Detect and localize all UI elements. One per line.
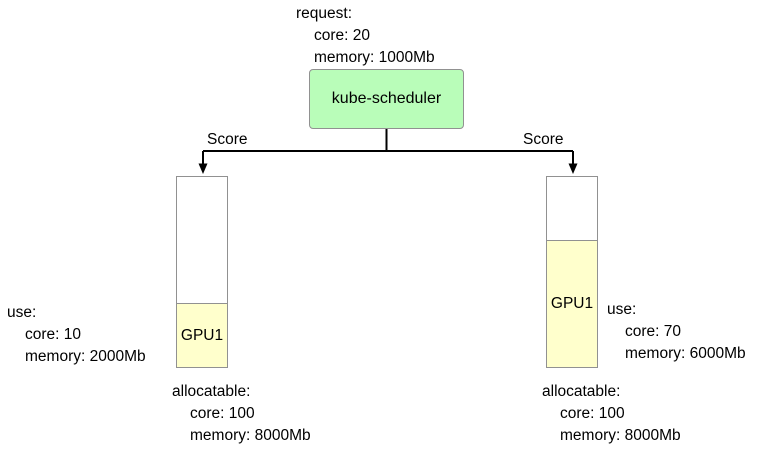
request-block: request: core: 20 memory: 1000Mb: [296, 3, 435, 69]
kube-scheduler-node: kube-scheduler: [309, 69, 464, 129]
allocatable-memory-left: memory: 8000Mb: [190, 427, 311, 444]
request-core: core: 20: [314, 27, 371, 44]
use-title-right: use:: [607, 301, 637, 318]
allocatable-title-right: allocatable:: [542, 383, 621, 400]
use-core-left: core: 10: [25, 326, 82, 343]
gpu-label-left: GPU1: [180, 326, 224, 344]
gpu-block-right: GPU1: [546, 240, 598, 368]
gpu-label-right: GPU1: [550, 295, 594, 312]
allocatable-memory-right: memory: 8000Mb: [560, 427, 681, 444]
right-arrowhead-icon: [568, 163, 578, 174]
score-label-left: Score: [207, 131, 248, 148]
left-arrowhead-icon: [198, 163, 208, 174]
use-block-right: use: core: 70 memory: 6000Mb: [607, 299, 746, 365]
kube-scheduler-label: kube-scheduler: [331, 90, 442, 107]
allocatable-block-right: allocatable: core: 100 memory: 8000Mb: [542, 381, 681, 447]
use-title-left: use:: [7, 304, 37, 321]
allocatable-block-left: allocatable: core: 100 memory: 8000Mb: [172, 381, 311, 447]
gpu-block-left: GPU1: [176, 303, 228, 368]
use-memory-right: memory: 6000Mb: [625, 345, 746, 362]
score-label-right: Score: [523, 131, 564, 148]
use-block-left: use: core: 10 memory: 2000Mb: [7, 302, 146, 368]
use-core-right: core: 70: [625, 323, 682, 340]
allocatable-title-left: allocatable:: [172, 383, 251, 400]
request-memory: memory: 1000Mb: [314, 49, 435, 66]
request-title: request:: [296, 5, 353, 22]
use-memory-left: memory: 2000Mb: [25, 348, 146, 365]
allocatable-core-right: core: 100: [560, 405, 625, 422]
allocatable-core-left: core: 100: [190, 405, 255, 422]
